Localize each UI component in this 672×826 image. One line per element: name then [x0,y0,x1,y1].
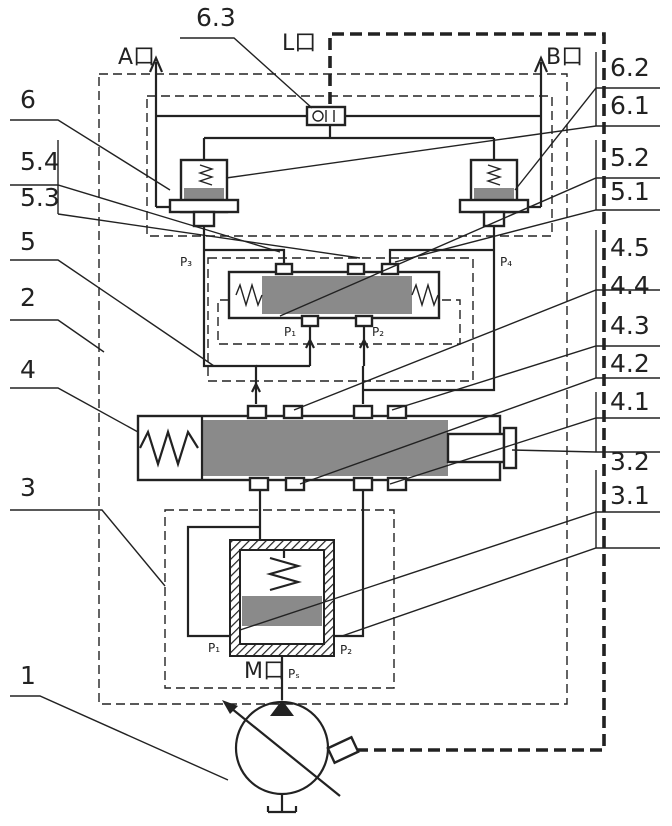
shuttle-branch [204,125,494,160]
port-p1-valve5: P₁ [284,325,296,339]
port-a: A口 [118,45,155,70]
shuttle-valve-6-3 [307,107,345,125]
label-3-1: 3.1 [610,481,650,510]
label-6: 6 [20,85,36,114]
label-6-2: 6.2 [610,53,650,82]
label-4-5: 4.5 [610,233,650,262]
label-6-3: 6.3 [196,3,236,32]
line-valve3-right [332,490,363,636]
label-4-4: 4.4 [610,271,650,300]
label-3: 3 [20,473,36,502]
line-p3-to-5 [204,250,284,268]
valve-6-left [170,160,238,226]
port-m: M口 [244,659,285,684]
port-p3: P₃ [180,255,192,269]
pilot-line [330,34,604,750]
valve-6-right [460,160,528,226]
port-p4: P₄ [500,255,512,269]
label-5: 5 [20,227,36,256]
port-p2-valve5: P₂ [372,325,384,339]
label-2: 2 [20,283,36,312]
label-5-4: 5.4 [20,147,60,176]
label-6-1: 6.1 [610,91,650,120]
label-4-1: 4.1 [610,387,650,416]
port-p2-pump: P₂ [340,643,352,657]
port-b: B口 [546,45,583,70]
pump-1 [222,700,358,812]
label-5-1: 5.1 [610,177,650,206]
valve-5 [218,264,460,366]
leader-lines [10,38,660,780]
label-4-3: 4.3 [610,311,650,340]
label-5-3: 5.3 [20,183,60,212]
label-5-2: 5.2 [610,143,650,172]
valve-3 [230,540,334,656]
port-l: L口 [282,31,316,56]
port-p1-pump: P₁ [208,641,220,655]
label-3-2: 3.2 [610,447,650,476]
valve-4 [138,406,516,490]
port-ps: Pₛ [288,667,300,681]
label-4: 4 [20,355,36,384]
label-1: 1 [20,661,36,690]
label-4-2: 4.2 [610,349,650,378]
